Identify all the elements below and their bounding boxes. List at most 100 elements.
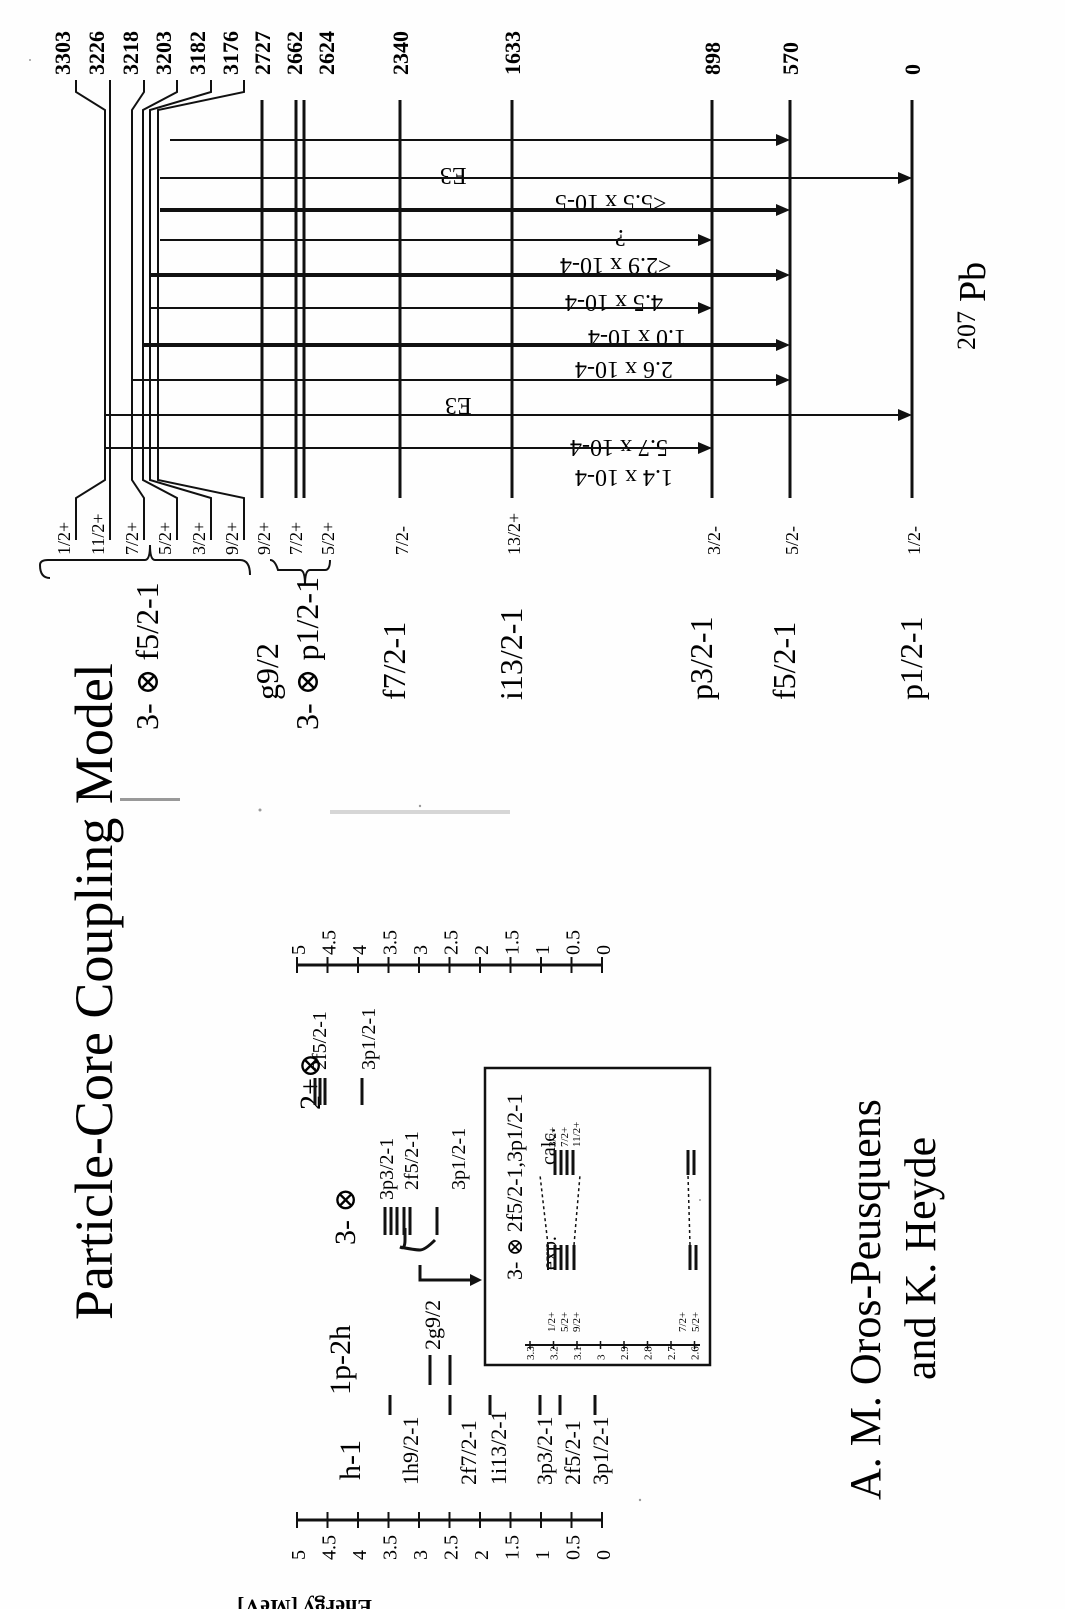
transition-label: 4.5 x 10-4 — [565, 289, 663, 315]
transition-arrowhead — [776, 134, 790, 146]
inset-exp-spin: 5/2+ — [559, 1312, 571, 1332]
energy-tick-label-right: 1.5 — [502, 930, 524, 955]
level-energy-label: 570 — [778, 42, 803, 75]
inset-tick-label: 2.7 — [666, 1346, 678, 1360]
level-energy-label: 2662 — [282, 31, 307, 75]
energy-tick-label-right: 3.5 — [380, 930, 402, 955]
authors-line2: and K. Heyde — [896, 1137, 945, 1380]
brace-p12-multiplet — [269, 559, 331, 586]
particle-state-label: 2g9/2 — [420, 1300, 445, 1350]
energy-tick-label-right: 1 — [532, 945, 554, 955]
scan-noise — [29, 59, 881, 1502]
inset-calc-spins: 3/2+ 7/2+ 11/2+ — [547, 1122, 583, 1147]
level-energy-label: 2624 — [314, 31, 339, 75]
energy-tick-label-left: 5 — [288, 1550, 310, 1560]
inset-pointer-head — [470, 1274, 482, 1286]
transition-label: 1.4 x 10-4 — [575, 464, 673, 490]
energy-tick-label-left: 0 — [593, 1550, 615, 1560]
hole-state-f7: 2f7/2-1 — [456, 1420, 481, 1485]
inset-tick-label: 2.8 — [643, 1346, 655, 1360]
config-f72: f7/2-1 — [376, 622, 412, 700]
level-energy-label: 0 — [900, 64, 925, 75]
transitions: E3<5.5 x 10-5?<2.9 x 10-44.5 x 10-41.0 x… — [105, 134, 912, 490]
octupole-brace — [399, 1228, 437, 1252]
energy-tick-label-left: 2 — [471, 1550, 493, 1560]
level-spin-label: 7/2- — [392, 526, 412, 555]
level-spin-label: 3/2+ — [189, 522, 209, 555]
level-energy-label: 3226 — [84, 31, 109, 75]
transition-arrowhead — [898, 172, 912, 184]
inset-calc-spin: 3/2+ — [547, 1127, 559, 1147]
energy-tick-label-left: 0.5 — [563, 1535, 585, 1560]
transition-arrowhead — [776, 374, 790, 386]
inset-exp-spin: 7/2+ — [677, 1312, 689, 1332]
column-label-hole: h-1 — [334, 1440, 367, 1480]
brace-f52-multiplet — [38, 544, 251, 579]
quadrupole-state-p1: 3p1/2-1 — [358, 1008, 380, 1070]
level-spin-label: 3/2- — [704, 526, 724, 555]
nucleus-symbol: Pb — [952, 262, 994, 302]
energy-tick-label-left: 2.5 — [441, 1535, 463, 1560]
level-spin-label: 5/2+ — [318, 522, 338, 555]
energy-tick-label-right: 5 — [288, 945, 310, 955]
transition-arrowhead — [776, 269, 790, 281]
transition-label: 2.6 x 10-4 — [575, 356, 673, 382]
inset-tick-label: 3.3 — [525, 1346, 537, 1360]
hole-state-i13: 1i13/2-1 — [486, 1410, 511, 1485]
level-spin-label: 9/2+ — [254, 522, 274, 555]
hole-state-f5: 2f5/2-1 — [560, 1420, 585, 1485]
inset-box — [483, 1066, 712, 1367]
transition-label: ? — [615, 224, 626, 250]
config-p12: 3- ⊗ p1/2-1 — [289, 577, 325, 730]
inset-tick-label: 3 — [596, 1354, 608, 1360]
inset-exp-spin: 9/2+ — [571, 1312, 583, 1332]
config-i132: i13/2-1 — [493, 608, 529, 700]
energy-tick-label-left: 4 — [349, 1550, 371, 1560]
level-spin-label: 5/2+ — [155, 522, 175, 555]
transition-arrowhead — [698, 442, 712, 454]
energy-tick-label-left: 1.5 — [502, 1535, 524, 1560]
level-energy-label: 3203 — [151, 31, 176, 75]
level-spin-label: 9/2+ — [222, 522, 242, 555]
inset-tick-label: 2.6 — [690, 1346, 702, 1360]
level-spin-label: 13/2+ — [504, 513, 524, 555]
energy-tick-label-right: 4.5 — [319, 930, 341, 955]
multiplet-connector — [149, 80, 212, 540]
energy-tick-label-left: 4.5 — [319, 1535, 341, 1560]
page-title: Particle-Core Coupling Model — [64, 663, 124, 1320]
config-p32: p3/2-1 — [683, 616, 719, 700]
level-energy-label: 3218 — [118, 31, 143, 75]
level-energy-label: 2727 — [250, 31, 275, 75]
transition-arrowhead — [776, 339, 790, 351]
quadrupole-state-f5: 2f5/2-1 — [309, 1011, 331, 1070]
multiplet-connector — [75, 80, 106, 540]
scheme-spins: 1/2+11/2+7/2+5/2+3/2+9/2+9/2+7/2+5/2+7/2… — [54, 513, 924, 555]
inset-exp-spins: 1/2+ 5/2+ 9/2+ 7/2+ 5/2+ — [546, 1312, 702, 1332]
transition-arrowhead — [776, 204, 790, 216]
energy-tick-label-right: 3 — [410, 945, 432, 955]
level-energy-label: 3182 — [185, 31, 210, 75]
transition-label: E3 — [440, 162, 467, 188]
level-energy-label: 3176 — [218, 31, 243, 75]
transition-arrowhead — [698, 234, 712, 246]
inset-tick-label: 3.1 — [572, 1346, 584, 1360]
column-label-octupole: 3- ⊗ — [329, 1187, 362, 1245]
octupole-state-f5: 2f5/2-1 — [401, 1131, 423, 1190]
inset-tick-label: 2.9 — [619, 1346, 631, 1360]
inset-tick-label: 3.2 — [549, 1346, 561, 1360]
scheme-levels — [75, 80, 914, 540]
octupole-state-p3: 3p3/2-1 — [376, 1138, 398, 1200]
level-spin-label: 1/2- — [904, 526, 924, 555]
config-g92: g9/2 — [249, 643, 285, 700]
level-spin-label: 7/2+ — [122, 522, 142, 555]
hole-state-h9: 1h9/2-1 — [398, 1417, 423, 1485]
energy-axis-label: Energy [MeV] — [237, 1595, 372, 1609]
column-label-1p2h: 1p-2h — [324, 1325, 357, 1395]
transition-arrowhead — [698, 302, 712, 314]
level-energy-label: 2340 — [388, 31, 413, 75]
hole-state-p1: 3p1/2-1 — [588, 1417, 613, 1485]
energy-tick-label-right: 4 — [349, 945, 371, 955]
